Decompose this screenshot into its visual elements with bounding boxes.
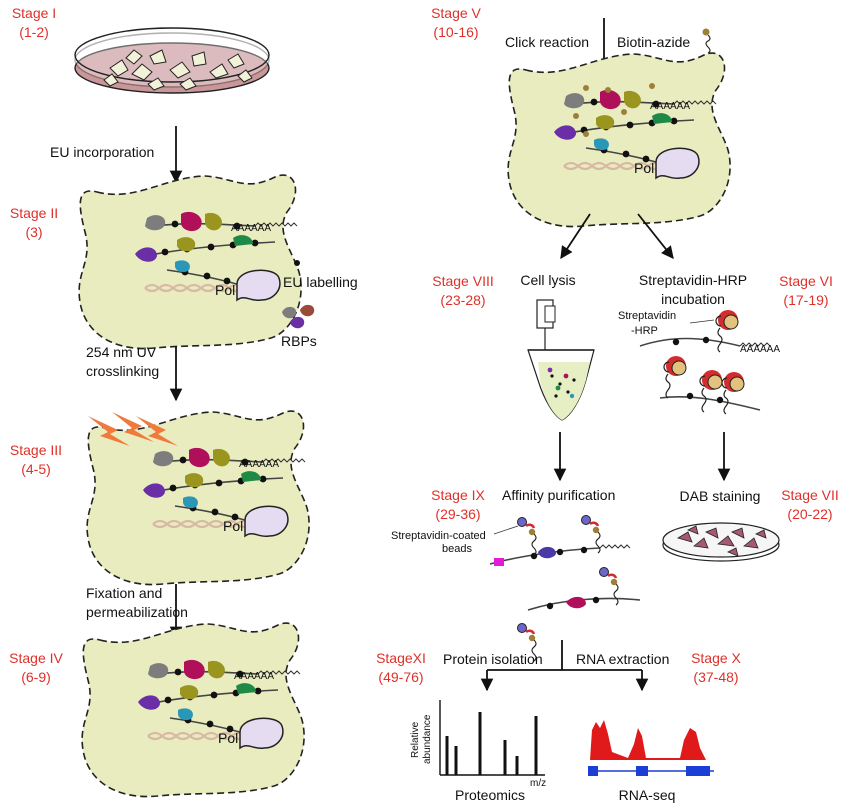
stage-5-label: Stage V [431,5,481,21]
eu-dot-icon [294,260,300,266]
strep-hrp-rna: Streptavidin -HRP AAAAAA [618,309,780,415]
polya-tail: AAAAAA [239,459,279,470]
stage-10-steps: (37-48) [693,669,738,685]
step-click-reaction: Click reaction [505,34,589,50]
step-uv-line2: crosslinking [86,363,159,379]
output-proteomics: Proteomics [455,787,525,803]
proteomics-plot: Relative abundance m/z Proteomics [410,700,546,803]
step-rna-extraction: RNA extraction [576,651,669,667]
step-strep-hrp-line1: Streptavidin-HRP [639,272,747,288]
pol-label: Pol [218,730,238,746]
polya-tail: AAAAAA [650,101,690,112]
stage-11-steps: (49-76) [378,669,423,685]
proteomics-y-label-1: Relative [410,721,421,758]
label-strep-hrp-line2: -HRP [631,325,658,337]
stage-4-label: Stage IV [9,650,63,666]
uv-bolt-icon [88,412,178,446]
stage-6-steps: (17-19) [783,292,828,308]
stage-9-label: Stage IX [431,487,485,503]
stage-1-steps: (1-2) [19,24,49,40]
step-dab-staining: DAB staining [680,488,761,504]
step-fix-line2: permeabilization [86,604,188,620]
stage-3-label: Stage III [10,442,62,458]
lysis-tube-icon [527,299,595,421]
label-strep-hrp-line1: Streptavidin [618,310,676,322]
polya-tail: AAAAAA [234,671,274,682]
stage-8-steps: (23-28) [440,292,485,308]
petri-dish-cells [74,27,270,94]
step-biotin-azide: Biotin-azide [617,34,690,50]
stage-1-label: Stage I [12,5,56,21]
cell-stage-4: Pol AAAAAA [81,622,305,798]
cell-stage-2: Pol AAAAAA [78,174,302,350]
cell-stage-3: Pol AAAAAA [86,410,310,586]
stage-2-steps: (3) [25,224,42,240]
polya-tail: AAAAAA [740,344,780,355]
affinity-beads-rna: Streptavidin-coated beads [391,514,641,663]
stage-7-label: Stage VII [781,487,839,503]
stage-3-steps: (4-5) [21,461,51,477]
pol-label: Pol [223,518,243,534]
label-beads-line2: beads [442,543,472,555]
legend-rbps: RBPs [281,333,317,349]
stage-9-steps: (29-36) [435,506,480,522]
stage-6-label: Stage VI [779,273,833,289]
polya-tail: AAAAAA [231,223,271,234]
step-strep-hrp-line2: incubation [661,291,725,307]
pol-label: Pol [634,160,654,176]
stage-11-label: StageXI [376,650,426,666]
rna-seq-track: RNA-seq [588,720,714,803]
stage-2-label: Stage II [10,205,58,221]
proteomics-y-label-2: abundance [422,714,433,764]
rbp-brown-icon [300,304,315,317]
stage-8-label: Stage VIII [432,273,493,289]
step-affinity-purification: Affinity purification [502,487,615,503]
dab-dish-icon [662,522,780,562]
step-eu-incorporation: EU incorporation [50,144,154,160]
cell-stage-5: Pol AAAAAA [507,52,731,228]
step-fix-line1: Fixation and [86,585,162,601]
rbp-gray-icon [282,306,297,319]
biotin-azide-icon [702,28,711,54]
pol-label: Pol [215,282,235,298]
legend-eu-labelling: EU labelling [283,274,358,290]
label-beads-line1: Streptavidin-coated [391,530,486,542]
stage-5-steps: (10-16) [433,24,478,40]
stage-7-steps: (20-22) [787,506,832,522]
step-protein-isolation: Protein isolation [443,651,543,667]
output-rna-seq: RNA-seq [619,787,676,803]
proteomics-x-label: m/z [530,778,546,789]
step-uv-line1: 254 nm UV [86,344,157,360]
step-cell-lysis: Cell lysis [520,272,575,288]
legend: EU labelling RBPs [281,260,358,349]
rbp-purple-icon [290,316,305,329]
stage-10-label: Stage X [691,650,741,666]
stage-4-steps: (6-9) [21,669,51,685]
